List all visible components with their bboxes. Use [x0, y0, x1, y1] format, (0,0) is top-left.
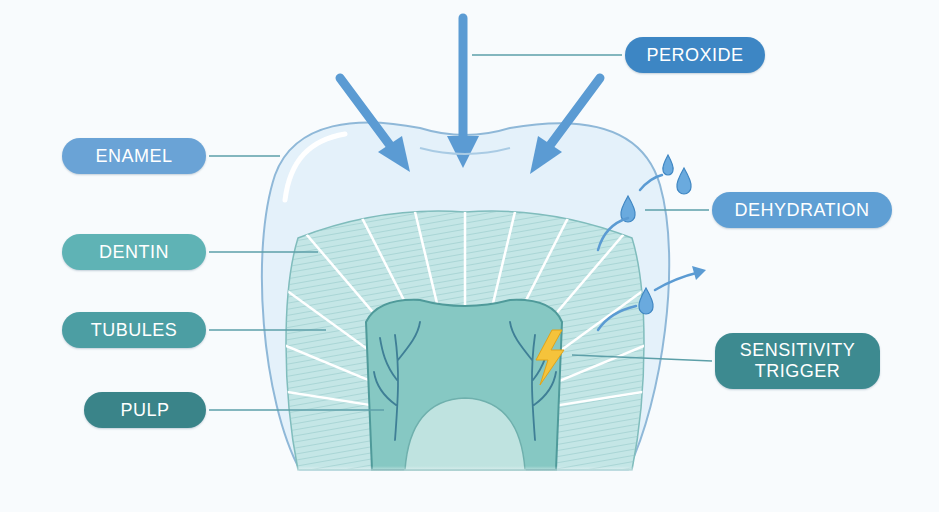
- peroxide-label: PEROXIDE: [625, 37, 765, 73]
- enamel-highlight: [285, 134, 345, 200]
- dehydration-label: DEHYDRATION: [712, 192, 892, 228]
- label-text: SENSITIVITY TRIGGER: [731, 340, 864, 381]
- dentin-label: DENTIN: [62, 234, 206, 270]
- label-text: PEROXIDE: [646, 45, 743, 66]
- dehydration-arrowhead: [692, 266, 706, 280]
- enamel-label: ENAMEL: [62, 138, 206, 174]
- label-text: DENTIN: [99, 242, 169, 263]
- leader-lines: [209, 55, 712, 410]
- tubules-label: TUBULES: [62, 312, 206, 348]
- label-text: ENAMEL: [95, 146, 172, 167]
- pulp-label: PULP: [84, 392, 206, 428]
- label-text: TUBULES: [91, 320, 178, 341]
- sensitivity-label: SENSITIVITY TRIGGER: [715, 333, 880, 389]
- peroxide-arrows: [340, 18, 600, 174]
- dehydration-arrows: [598, 175, 700, 330]
- label-text: PULP: [120, 400, 169, 421]
- lightning-bolt: [536, 330, 564, 385]
- label-text: DEHYDRATION: [734, 200, 869, 221]
- enamel-top-dip: [420, 148, 510, 154]
- nerve-branches: [374, 322, 556, 440]
